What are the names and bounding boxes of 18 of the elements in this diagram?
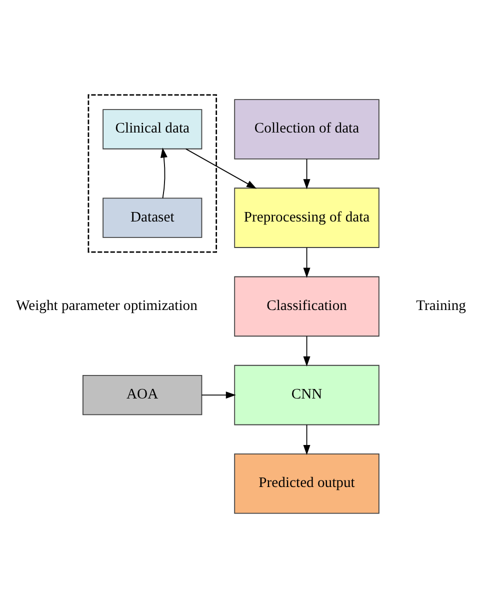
node-box: Classification [234, 276, 380, 337]
node-box: Preprocessing of data [234, 188, 380, 248]
label: Weight parameter optimization [16, 298, 198, 314]
arrow [303, 247, 310, 278]
node-box: AOA [82, 374, 202, 416]
arrow [303, 424, 310, 456]
arrow [303, 336, 310, 366]
node-box: Predicted output [234, 454, 380, 514]
label: Training [416, 298, 466, 314]
node-box: Clinical data [102, 109, 202, 150]
node-box: Dataset [102, 198, 202, 238]
arrow [303, 158, 310, 190]
node-box: Collection of data [234, 99, 380, 160]
arrow [160, 148, 168, 199]
arrow [185, 148, 257, 189]
cluster [88, 94, 218, 253]
node-box: CNN [234, 364, 380, 426]
arrow [201, 392, 236, 399]
